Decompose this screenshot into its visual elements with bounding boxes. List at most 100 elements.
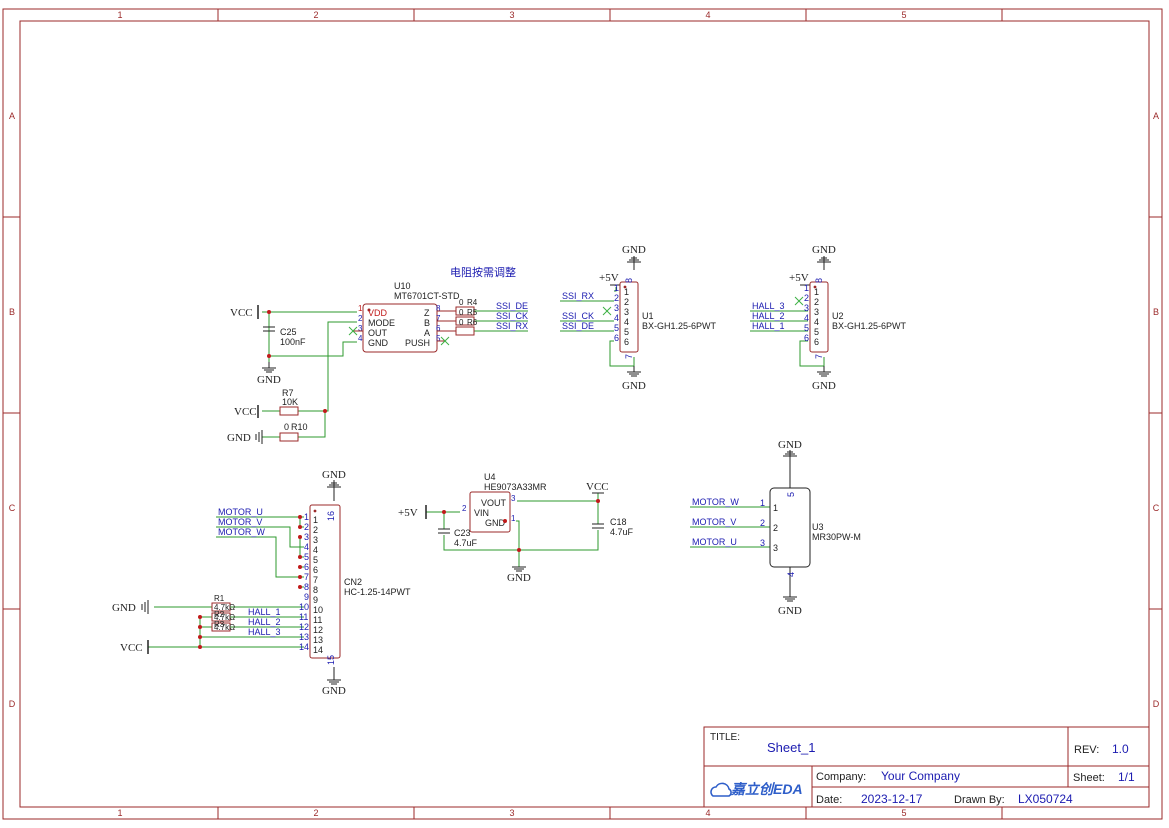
u10-pin-a: A (424, 328, 430, 338)
u3-body (769, 487, 811, 568)
u2-body (809, 281, 829, 353)
cn2-pin-label-12: 12 (313, 625, 323, 635)
u3-value: MR30PW-M (812, 532, 861, 542)
net-label-hall-2-cn2: HALL_2 (248, 617, 281, 627)
cn2-pin-label-7: 7 (313, 575, 318, 585)
cn2-pin-9: 9 (304, 592, 309, 602)
r3-value: 4.7kΩ (214, 623, 235, 632)
u2-pin-label-3: 3 (814, 307, 819, 317)
cn2-pin-label-9: 9 (313, 595, 318, 605)
gnd-label-u4: GND (507, 572, 531, 584)
p5v-label-u4: +5V (398, 507, 418, 519)
u1-pin-7: 7 (624, 354, 634, 359)
u2-pin-4: 4 (804, 313, 809, 323)
u10-ref: U10 (394, 281, 411, 291)
u3-pin-label-2: 2 (773, 523, 778, 533)
u1-pin-8: 8 (624, 278, 634, 283)
u10-pin-z: Z (424, 308, 430, 318)
cn2-ref: CN2 (344, 577, 362, 587)
gnd-label-cn2-left: GND (112, 602, 136, 614)
u1-pin-label-1: 1 (624, 287, 629, 297)
u4-pin-vin: VIN (474, 508, 489, 518)
cn2-pin-16: 16 (326, 511, 336, 521)
col-label-bottom-1: 1 (117, 808, 122, 818)
p5v-label-u2: +5V (789, 272, 809, 284)
cn2-pin-label-4: 4 (313, 545, 318, 555)
u1-pin-3: 3 (614, 303, 619, 313)
u1-section: SSI_RX SSI_CK SSI_DE +5V GND GND 1 2 3 4… (560, 244, 717, 392)
u4-section: +5V VCC GND U4 HE9073A33MR VOUT VIN GND … (398, 472, 634, 584)
cn2-pin-14: 14 (299, 642, 309, 652)
col-label-bottom-5: 5 (901, 808, 906, 818)
cn2-section: MOTOR_U MOTOR_V MOTOR_W HALL_1 HALL_2 HA… (112, 469, 411, 697)
gnd-label-u2-top: GND (812, 244, 836, 256)
u1-pin-label-4: 4 (624, 317, 629, 327)
cn2-pin-11: 11 (299, 612, 308, 622)
r7-symbol (279, 406, 299, 416)
c25-symbol (263, 326, 275, 332)
u3-pin-1: 1 (760, 498, 765, 508)
u10-pin-vdd: VDD (368, 308, 388, 318)
net-label-motor-w-u3: MOTOR_W (692, 497, 739, 507)
cn2-pin-label-6: 6 (313, 565, 318, 575)
col-label-bottom-4: 4 (705, 808, 710, 818)
sheet-frame (2, 8, 1163, 820)
u1-pin-2: 2 (614, 293, 619, 303)
u1-pin-label-6: 6 (624, 337, 629, 347)
u1-pin-5: 5 (614, 323, 619, 333)
r5-value: 0 (459, 308, 464, 317)
u10-num-2: 2 (358, 314, 363, 323)
u2-pin-label-2: 2 (814, 297, 819, 307)
u10-num-4: 4 (358, 334, 363, 343)
u1-value: BX-GH1.25-6PWT (642, 321, 717, 331)
u10-num-6: 6 (436, 324, 441, 333)
u10-body (362, 303, 438, 353)
u2-pin-5: 5 (804, 323, 809, 333)
cn2-pin-15: 15 (326, 655, 336, 665)
col-label-top-2: 2 (313, 10, 318, 20)
vcc-label-u4: VCC (586, 481, 609, 493)
junctions-u10 (267, 310, 327, 413)
u1-pin-label-2: 2 (624, 297, 629, 307)
vcc-label-r7: VCC (234, 406, 257, 418)
r2-value: 4.7kΩ (214, 613, 235, 622)
r7-ref: R7 (282, 388, 294, 398)
net-label-motor-v-u3: MOTOR_V (692, 517, 736, 527)
r1-value: 4.7kΩ (214, 603, 235, 612)
u1-pin-label-3: 3 (624, 307, 629, 317)
u1-pin-6: 6 (614, 333, 619, 343)
row-label-left-c: C (9, 503, 16, 513)
sheet-label: Sheet: (1073, 772, 1105, 784)
col-label-bottom-2: 2 (313, 808, 318, 818)
row-label-left-d: D (9, 699, 16, 709)
u2-pin-7: 7 (814, 354, 824, 359)
r1-r2-r3-symbols (211, 602, 231, 632)
date-label: Date: (816, 794, 842, 806)
cn2-pin-label-10: 10 (313, 605, 323, 615)
net-label-ssi-rx-u1: SSI_RX (562, 291, 594, 301)
u3-pin-label-3: 3 (773, 543, 778, 553)
cn2-pin-12: 12 (299, 622, 309, 632)
logo-text: 嘉立创EDA (730, 781, 803, 797)
net-label-ssi-de-u10: SSI_DE (496, 301, 528, 311)
u10-num-8: 8 (436, 304, 441, 313)
row-label-left-b: B (9, 307, 15, 317)
u1-pin-4: 4 (614, 313, 619, 323)
rev-value: 1.0 (1112, 742, 1129, 756)
cn2-pin-13: 13 (299, 632, 309, 642)
r6-value: 0 (459, 318, 464, 327)
c18-value: 4.7uF (610, 527, 634, 537)
title-block: TITLE: Sheet_1 REV: 1.0 嘉立创EDA Company: … (703, 726, 1150, 808)
gnd-label-u3-bottom: GND (778, 605, 802, 617)
cn2-pin-8: 8 (304, 582, 309, 592)
r7-value: 10K (282, 397, 298, 407)
u4-body (469, 491, 511, 533)
cn2-pin-label-5: 5 (313, 555, 318, 565)
nc-markers-u1 (602, 306, 612, 316)
r4-ref: R4 (467, 298, 478, 307)
gnd-label-u2-bottom: GND (812, 380, 836, 392)
u2-ref: U2 (832, 311, 844, 321)
junctions-cn2 (198, 515, 302, 649)
u3-pin-4: 4 (786, 572, 796, 577)
